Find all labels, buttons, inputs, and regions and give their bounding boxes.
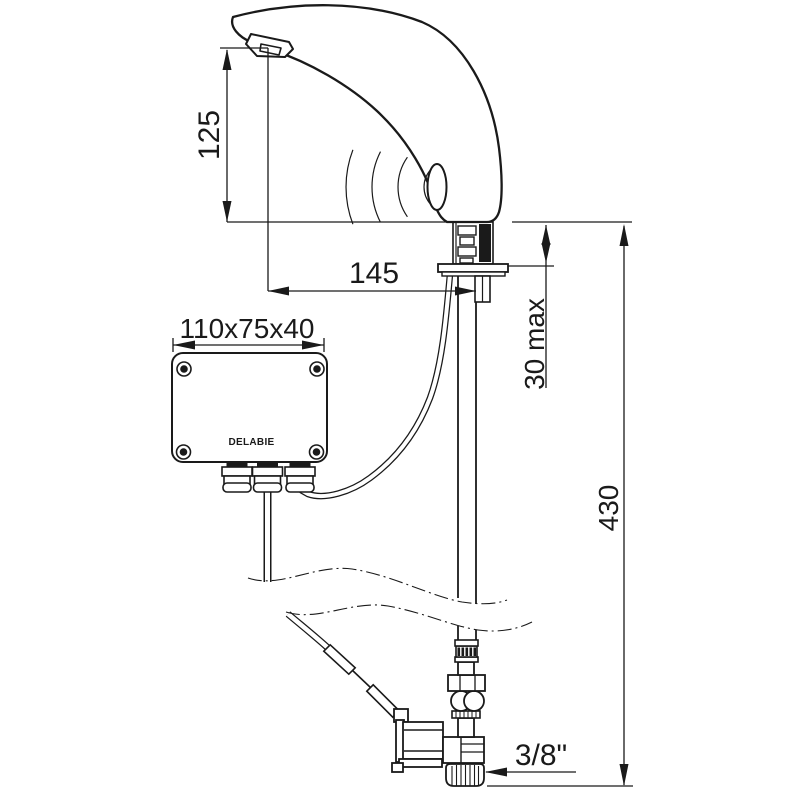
cable-glands [221, 458, 316, 493]
screw [175, 444, 192, 460]
control-box: DELABIE [171, 352, 328, 493]
dimension-spout-reach: 145 [268, 257, 476, 296]
faucet-body [230, 4, 503, 225]
supply-pipe [457, 274, 477, 641]
break-lines [247, 567, 533, 632]
sensor-window [426, 163, 448, 211]
cable-connector-sleeves [322, 643, 401, 719]
faucet-shank [452, 221, 494, 265]
box-screws [175, 361, 325, 460]
cable-gland-left [221, 458, 253, 493]
screw [309, 361, 325, 377]
dimension-spout-height: 125 [193, 47, 446, 291]
aerator-outlet [245, 33, 294, 58]
dim-label-three-eighths: 3/8" [515, 739, 567, 772]
check-valve-right [463, 690, 485, 712]
cable-gland-right [284, 458, 316, 493]
dimension-supply-length: 430 [487, 224, 633, 787]
angle-valve-body [442, 736, 485, 764]
solenoid-valve [391, 708, 444, 773]
sensor-cable [299, 273, 454, 500]
dimension-connection: 3/8" [485, 739, 576, 777]
cable-gland-middle [251, 458, 284, 493]
control-cable [263, 488, 372, 689]
control-box-housing [171, 352, 328, 463]
dim-label-430: 430 [593, 485, 624, 532]
dimension-deck-thickness: 30 max [508, 221, 632, 390]
hex-nut [447, 674, 486, 692]
threaded-connector [445, 763, 485, 787]
brand-logo: DELABIE [229, 437, 275, 448]
dim-label-30max: 30 max [519, 298, 550, 390]
screw [308, 444, 325, 460]
dim-label-125: 125 [193, 110, 226, 160]
sensor-waves [345, 149, 432, 225]
compression-fitting-stack [447, 639, 486, 738]
dim-label-box-size: 110x75x40 [180, 313, 315, 344]
mounting-flange [437, 263, 509, 303]
screw [176, 361, 192, 377]
dimension-control-box: 110x75x40 [172, 313, 325, 352]
dim-label-145: 145 [349, 257, 399, 290]
